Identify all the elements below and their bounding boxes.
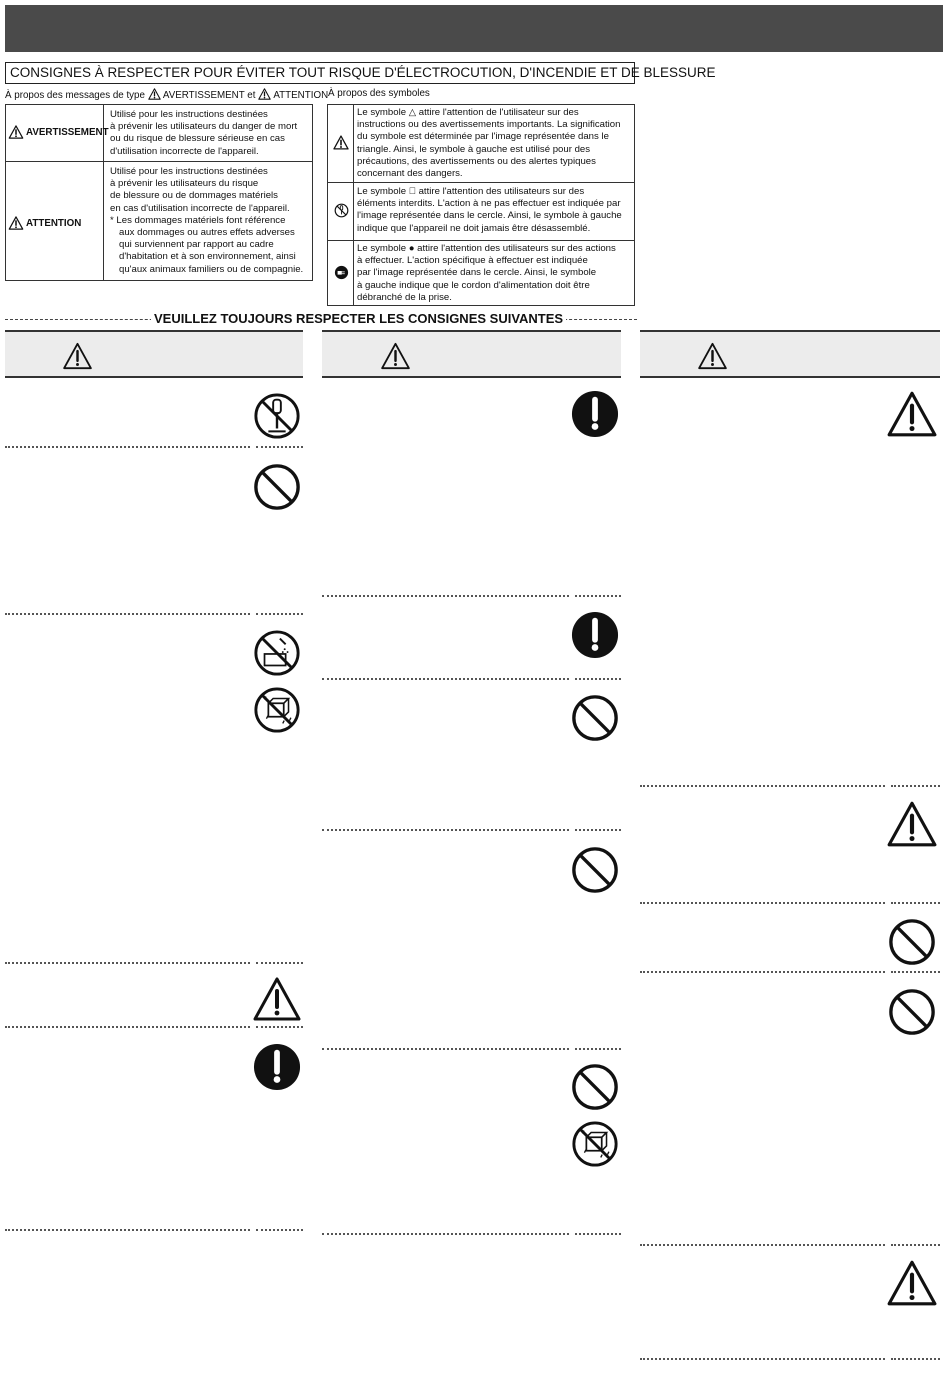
column-header-1 — [5, 330, 303, 378]
mandatory-action-icon — [253, 1043, 301, 1091]
page-title: CONSIGNES À RESPECTER POUR ÉVITER TOUT R… — [5, 62, 716, 84]
no-water-icon — [253, 629, 301, 677]
no-objects-icon — [253, 686, 301, 734]
warning-triangle-icon — [886, 1259, 938, 1307]
prohibited-icon — [888, 988, 936, 1036]
warning-triangle-icon — [8, 125, 24, 139]
messages-heading-text-a: À propos des messages de type — [5, 90, 145, 101]
warning-triangle-icon — [333, 135, 349, 150]
prohibited-icon — [253, 463, 301, 511]
section-banner: VEUILLEZ TOUJOURS RESPECTER LES CONSIGNE… — [5, 310, 637, 328]
caution-label: ATTENTION — [8, 216, 81, 230]
warning-triangle-icon — [886, 800, 938, 848]
messages-heading: À propos des messages de type AVERTISSEM… — [5, 88, 328, 102]
prohibited-icon — [571, 846, 619, 894]
warning-triangle-icon — [61, 342, 94, 370]
prohibited-icon — [571, 1063, 619, 1111]
column-header-3 — [640, 330, 940, 378]
warning-triangle-icon — [886, 390, 938, 438]
messages-heading-text-c: ATTENTION — [273, 90, 329, 101]
messages-heading-text-b: AVERTISSEMENT et — [162, 90, 256, 101]
warning-triangle-icon — [696, 342, 729, 370]
header-bar — [5, 5, 943, 52]
banner-text: VEUILLEZ TOUJOURS RESPECTER LES CONSIGNE… — [151, 310, 567, 328]
no-disassemble-icon — [334, 203, 349, 218]
triangle-symbol-description: Le symbole △ attire l'attention de l'uti… — [357, 107, 621, 180]
warning-triangle-icon — [379, 342, 412, 370]
no-objects-icon — [571, 1120, 619, 1168]
mandatory-action-icon — [571, 611, 619, 659]
messages-table: AVERTISSEMENT Utilisé pour les instructi… — [5, 104, 313, 281]
prohibited-icon — [571, 694, 619, 742]
column-header-2 — [322, 330, 621, 378]
prohibited-icon — [888, 918, 936, 966]
unplug-icon — [334, 265, 349, 280]
prohibited-symbol-description: Le symbole ⃠ attire l'attention des util… — [357, 186, 622, 234]
symbols-table: Le symbole △ attire l'attention de l'uti… — [327, 104, 635, 306]
no-disassemble-icon — [253, 392, 301, 440]
warning-label: AVERTISSEMENT — [8, 125, 109, 139]
warning-triangle-icon — [258, 88, 271, 100]
mandatory-action-icon — [571, 390, 619, 438]
symbols-heading: À propos des symboles — [328, 88, 430, 99]
mandatory-symbol-description: Le symbole ● attire l'attention des util… — [357, 243, 616, 303]
warning-triangle-icon — [252, 976, 302, 1022]
caution-description: Utilisé pour les instructions destinées … — [110, 166, 304, 275]
warning-triangle-icon — [8, 216, 24, 230]
warning-triangle-icon — [148, 88, 161, 100]
warning-description: Utilisé pour les instructions destinées … — [110, 109, 298, 157]
